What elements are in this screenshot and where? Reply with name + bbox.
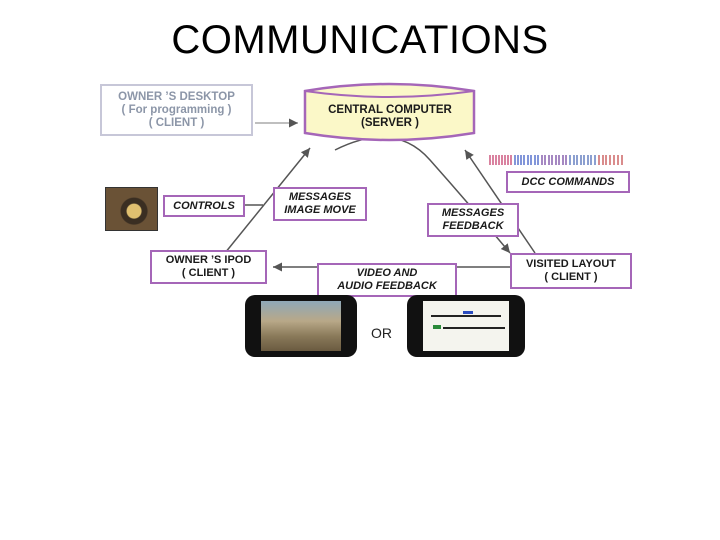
track-marker-blue [463,311,473,314]
ipod-video-screen [245,295,357,357]
central-computer-line-1: CENTRAL COMPUTER [328,104,452,116]
track-line-upper [431,315,501,317]
video-audio-feedback-line-2: AUDIO FEEDBACK [337,280,437,292]
owners-ipod-line-2: ( CLIENT ) [181,267,236,279]
layout-track-display [423,301,509,351]
controls-label: CONTROLS [173,199,235,212]
owners-desktop-line-2: ( For programming ) [121,103,232,116]
central-computer-line-2: (SERVER ) [361,117,419,129]
video-audio-feedback-line-1: VIDEO AND [356,267,418,279]
owners-desktop-line-1: OWNER ’S DESKTOP [118,90,235,103]
video-audio-feedback-box: VIDEO AND AUDIO FEEDBACK [317,263,457,297]
dcc-commands-box: DCC COMMANDS [506,171,630,193]
owners-desktop-line-3: ( CLIENT ) [148,116,205,129]
visited-layout-box: VISITED LAYOUT ( CLIENT ) [510,253,632,289]
ipod-layout-screen [407,295,525,357]
visited-layout-line-1: VISITED LAYOUT [525,258,617,270]
owners-ipod-box: OWNER ’S IPOD ( CLIENT ) [150,250,267,284]
controls-photo [105,187,158,231]
messages-image-move-line-2: IMAGE MOVE [284,204,356,216]
ipod-video-image [261,301,341,351]
communications-diagram: OWNER ’S DESKTOP ( For programming ) ( C… [95,75,640,365]
track-line-lower [443,327,505,329]
or-label: OR [371,325,392,341]
owners-desktop-box: OWNER ’S DESKTOP ( For programming ) ( C… [100,84,253,136]
messages-feedback-line-2: FEEDBACK [442,220,504,232]
messages-feedback-box: MESSAGES FEEDBACK [427,203,519,237]
arrow-ipod-to-server [224,147,311,254]
controls-box: CONTROLS [163,195,245,217]
track-marker-green [433,325,441,329]
central-computer-label: CENTRAL COMPUTER (SERVER ) [310,99,470,135]
arrow-layout-to-server [464,149,536,254]
dcc-commands-label: DCC COMMANDS [521,175,615,188]
central-computer-cylinder [303,82,476,142]
dcc-signal-waveform [489,155,623,165]
page-title: COMMUNICATIONS [171,18,549,62]
messages-image-move-line-1: MESSAGES [288,191,352,203]
visited-layout-line-2: ( CLIENT ) [544,271,598,283]
messages-feedback-line-1: MESSAGES [441,207,505,219]
owners-ipod-line-1: OWNER ’S IPOD [165,254,252,266]
messages-image-move-box: MESSAGES IMAGE MOVE [273,187,367,221]
